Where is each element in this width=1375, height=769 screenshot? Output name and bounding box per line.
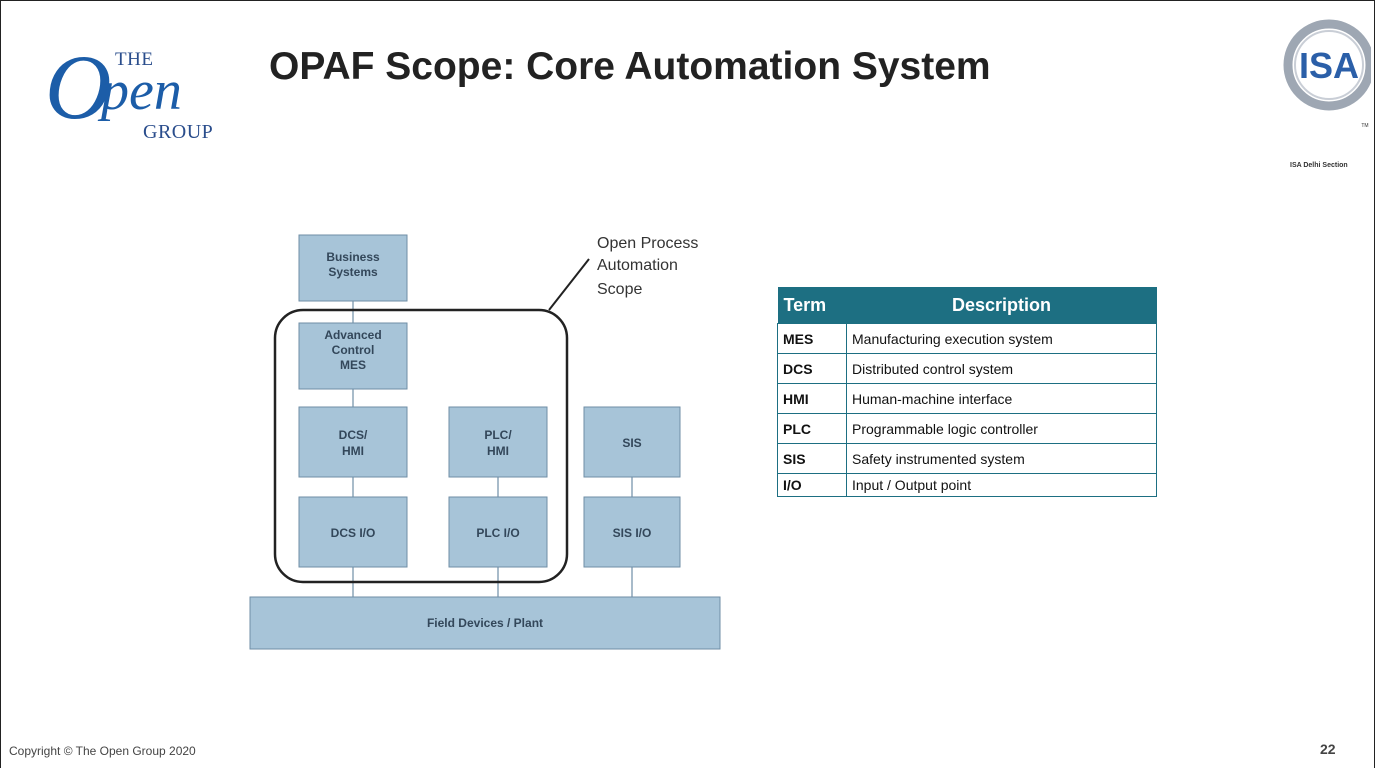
business-systems-box bbox=[298, 234, 408, 302]
term-cell: I/O bbox=[777, 473, 847, 497]
business-systems-label-2: Systems bbox=[328, 265, 378, 279]
term-cell: MES bbox=[777, 323, 847, 354]
description-cell: Distributed control system bbox=[846, 353, 1157, 384]
field-devices-label: Field Devices / Plant bbox=[427, 616, 543, 630]
advanced-control-label-1: Advanced bbox=[324, 328, 381, 342]
plc-hmi-label-2: HMI bbox=[487, 444, 509, 458]
scope-pointer-line bbox=[548, 258, 590, 311]
sis-box bbox=[583, 406, 681, 478]
page-number: 22 bbox=[1320, 741, 1336, 757]
isa-caption: ISA Delhi Section bbox=[1290, 162, 1348, 169]
term-cell: PLC bbox=[777, 413, 847, 444]
description-cell: Manufacturing execution system bbox=[846, 323, 1157, 354]
advanced-control-label-3: MES bbox=[340, 358, 366, 372]
table-row: DCS Distributed control system bbox=[777, 353, 1157, 384]
plc-hmi-box bbox=[448, 406, 548, 478]
logo-pen: pen bbox=[101, 60, 182, 122]
terms-table: Term Description MES Manufacturing execu… bbox=[777, 287, 1157, 497]
isa-tm: TM bbox=[1361, 123, 1368, 129]
sis-io-label: SIS I/O bbox=[613, 526, 652, 540]
plc-io-box bbox=[448, 496, 548, 568]
dcs-hmi-label-2: HMI bbox=[342, 444, 364, 458]
term-cell: DCS bbox=[777, 353, 847, 384]
open-group-logo: O pen THE GROUP bbox=[45, 41, 245, 191]
term-cell: HMI bbox=[777, 383, 847, 414]
advanced-control-label-2: Control bbox=[332, 343, 375, 357]
dcs-io-label: DCS I/O bbox=[331, 526, 376, 540]
field-devices-box bbox=[249, 596, 721, 650]
business-systems-label-1: Business bbox=[326, 250, 380, 264]
description-cell: Human-machine interface bbox=[846, 383, 1157, 414]
description-cell: Safety instrumented system bbox=[846, 443, 1157, 474]
dcs-io-box bbox=[298, 496, 408, 568]
page-title: OPAF Scope: Core Automation System bbox=[269, 45, 991, 88]
advanced-control-box bbox=[298, 322, 408, 390]
table-row: PLC Programmable logic controller bbox=[777, 413, 1157, 444]
dcs-hmi-label-1: DCS/ bbox=[339, 428, 368, 442]
terms-table-header-row: Term Description bbox=[777, 287, 1157, 324]
automation-scope-diagram: Open Process Automation Scope Business S… bbox=[249, 234, 721, 650]
plc-io-label: PLC I/O bbox=[476, 526, 519, 540]
description-cell: Input / Output point bbox=[846, 473, 1157, 497]
description-cell: Programmable logic controller bbox=[846, 413, 1157, 444]
scope-label-line-1: Open Process bbox=[597, 235, 698, 252]
sis-label: SIS bbox=[622, 436, 641, 450]
logo-group: GROUP bbox=[143, 121, 214, 143]
table-row: I/O Input / Output point bbox=[777, 473, 1157, 497]
isa-emblem-icon: ISA TM bbox=[1283, 19, 1375, 129]
sis-io-box bbox=[583, 496, 681, 568]
logo-the: THE bbox=[115, 49, 154, 70]
scope-label-line-2: Automation bbox=[597, 257, 678, 274]
table-row: MES Manufacturing execution system bbox=[777, 323, 1157, 354]
table-row: SIS Safety instrumented system bbox=[777, 443, 1157, 474]
logo-o: O bbox=[45, 36, 112, 138]
description-column-header: Description bbox=[846, 287, 1157, 324]
term-column-header: Term bbox=[777, 287, 847, 324]
automation-scope-outline bbox=[273, 308, 569, 584]
term-cell: SIS bbox=[777, 443, 847, 474]
copyright-text: Copyright © The Open Group 2020 bbox=[9, 744, 196, 758]
isa-logo-text: ISA bbox=[1299, 45, 1359, 86]
plc-hmi-label-1: PLC/ bbox=[484, 428, 512, 442]
table-row: HMI Human-machine interface bbox=[777, 383, 1157, 414]
scope-label-line-3: Scope bbox=[597, 281, 642, 298]
dcs-hmi-box bbox=[298, 406, 408, 478]
isa-logo: ISA TM bbox=[1281, 15, 1375, 185]
